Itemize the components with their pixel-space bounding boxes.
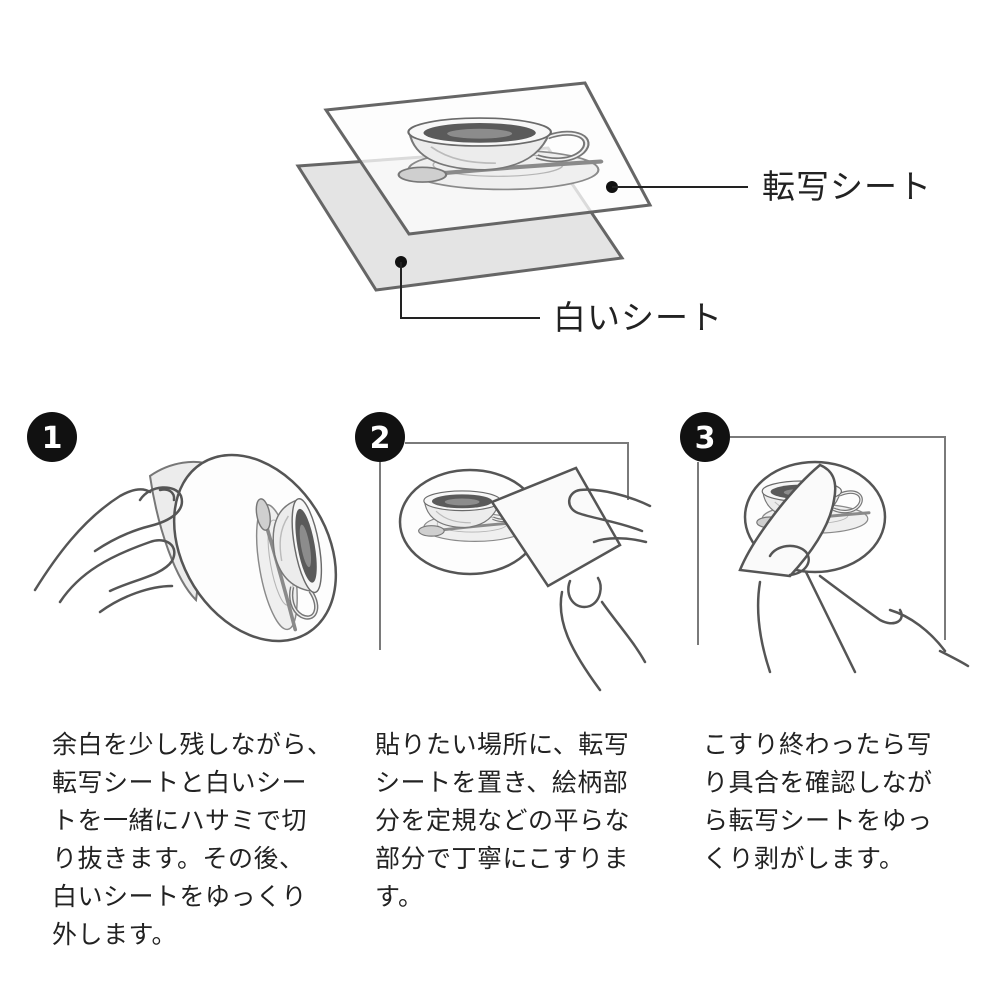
step-2-line: 貼りたい場所に、転写 bbox=[375, 730, 630, 759]
step-1-hand bbox=[33, 486, 184, 614]
step-2-line: 分を定規などの平らな bbox=[375, 806, 631, 835]
step-1-line: トを一緒にハサミで切 bbox=[52, 806, 308, 835]
step-3-badge: 3 bbox=[680, 412, 730, 462]
step-3-hand bbox=[756, 544, 970, 674]
step-3-line: ら転写シートをゆっ bbox=[703, 806, 933, 835]
step-1-finger-lower bbox=[98, 584, 174, 614]
step-2-description: 貼りたい場所に、転写 シートを置き、絵柄部 分を定規などの平らな 部分で丁寧にこ… bbox=[375, 726, 630, 916]
step-1-line: 転写シートと白いシー bbox=[52, 768, 308, 797]
transfer-sheet-label: 転写シート bbox=[762, 167, 932, 206]
step-1-badge-circle bbox=[27, 412, 77, 462]
step-3-thumb bbox=[768, 544, 810, 577]
step-3-palm bbox=[804, 570, 857, 674]
step-3-number: 3 bbox=[695, 421, 716, 456]
step-2-number: 2 bbox=[370, 421, 391, 456]
step-3-finger-3 bbox=[938, 649, 970, 668]
step-3-finger bbox=[818, 574, 903, 625]
step-3-badge-circle bbox=[680, 412, 730, 462]
step-2-upper-finger-2 bbox=[592, 537, 648, 544]
step-3-line: こすり終わったら写 bbox=[703, 730, 933, 759]
step-1-line: 余白を少し残しながら、 bbox=[52, 730, 333, 759]
step-1-line: 外します。 bbox=[52, 920, 178, 949]
step-3-frame bbox=[697, 436, 946, 645]
step-1-finger-middle bbox=[58, 539, 176, 604]
step-1-finger-upper bbox=[33, 488, 152, 592]
step-1-thumb bbox=[93, 486, 184, 553]
white-sheet-leader-line bbox=[400, 262, 540, 319]
step-3-wrist-left bbox=[756, 580, 772, 674]
step-1-illustration bbox=[33, 453, 338, 643]
step-3-finger-2 bbox=[888, 608, 947, 653]
step-1-line: り抜きます。その後、 bbox=[52, 844, 305, 873]
step-3-description: こすり終わったら写 り具合を確認しなが ら転写シートをゆっ くり剥がします。 bbox=[703, 726, 933, 878]
step-2-lower-wrist-left bbox=[559, 590, 602, 692]
step-3-line: くり剥がします。 bbox=[703, 844, 905, 873]
step-1-description: 余白を少し残しながら、 転写シートと白いシー トを一緒にハサミで切 り抜きます。… bbox=[52, 726, 333, 954]
step-2-line: 部分で丁寧にこすりま bbox=[375, 844, 630, 873]
step-2-transfer-sheet bbox=[490, 466, 622, 588]
step-2-badge-circle bbox=[355, 412, 405, 462]
step-2-upper-finger bbox=[568, 488, 652, 533]
step-2-line: シートを置き、絵柄部 bbox=[375, 768, 629, 797]
step-2-line: す。 bbox=[375, 882, 424, 911]
step-2-badge: 2 bbox=[355, 412, 405, 462]
step-2-lower-thumb bbox=[567, 576, 602, 609]
step-3-line: り具合を確認しなが bbox=[703, 768, 933, 797]
step-2-hands bbox=[559, 488, 652, 692]
white-sheet-label: 白いシート bbox=[553, 298, 723, 337]
sheet-stack-diagram bbox=[295, 81, 748, 319]
step-1-thumb-nail bbox=[158, 488, 176, 502]
step-1-badge: 1 bbox=[27, 412, 77, 462]
step-1-number: 1 bbox=[42, 421, 63, 456]
step-2-lower-wrist-right bbox=[600, 600, 647, 664]
step-2-frame bbox=[379, 442, 629, 650]
step-3-peeling-sheet bbox=[738, 463, 837, 578]
step-3-illustration bbox=[697, 436, 970, 674]
step-1-line: 白いシートをゆっくり bbox=[52, 882, 308, 911]
step-2-illustration bbox=[379, 442, 652, 692]
